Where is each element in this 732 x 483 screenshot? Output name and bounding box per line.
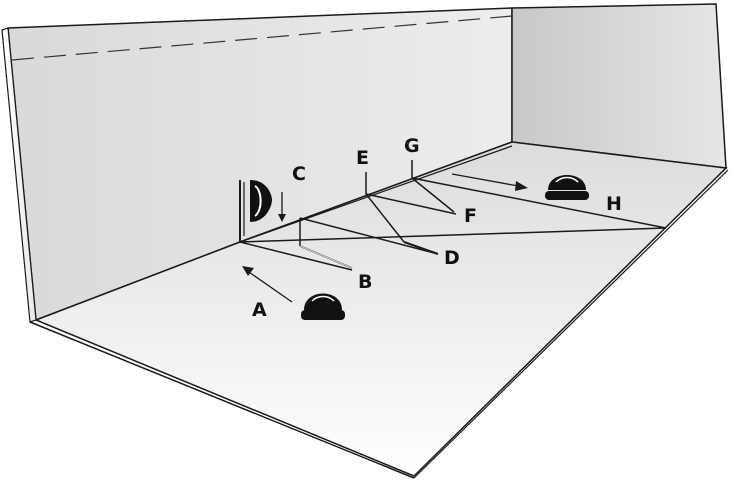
down-arrow-head <box>278 214 286 222</box>
ball-a-highlight <box>311 295 335 302</box>
main-line <box>239 227 667 243</box>
label-a: A <box>252 299 267 321</box>
label-d: D <box>444 247 460 269</box>
line-to-H <box>411 177 667 229</box>
right-arrow <box>451 173 525 188</box>
label-e: E <box>356 147 369 169</box>
up-left-arrow <box>245 269 293 303</box>
ball-a-icon <box>304 293 342 310</box>
half-ball-highlight <box>254 185 262 217</box>
branch-b-end <box>299 245 353 269</box>
branch-f <box>365 193 457 215</box>
branch-b-stem <box>239 241 353 271</box>
label-h: H <box>606 193 622 215</box>
ball-h-icon <box>548 175 586 190</box>
label-f: F <box>464 205 477 227</box>
right-arrow-head <box>515 181 528 191</box>
floor-right-edge <box>413 169 729 479</box>
branch-d <box>299 217 439 255</box>
label-b: B <box>358 271 372 293</box>
label-g: G <box>404 135 420 157</box>
label-c: C <box>292 163 306 185</box>
ball-h-highlight <box>555 176 579 183</box>
floor <box>33 141 728 477</box>
main-line-far <box>239 145 513 243</box>
ball-a-base <box>301 310 345 320</box>
right-wall <box>511 3 727 169</box>
floor-front-edge <box>29 321 415 479</box>
branch-g-f <box>411 177 455 213</box>
branch-d-tip <box>403 241 439 255</box>
branch-d-lower <box>365 193 405 243</box>
up-left-arrow-head <box>242 266 254 276</box>
ball-h-base <box>545 191 589 200</box>
dashed-line <box>11 15 513 61</box>
